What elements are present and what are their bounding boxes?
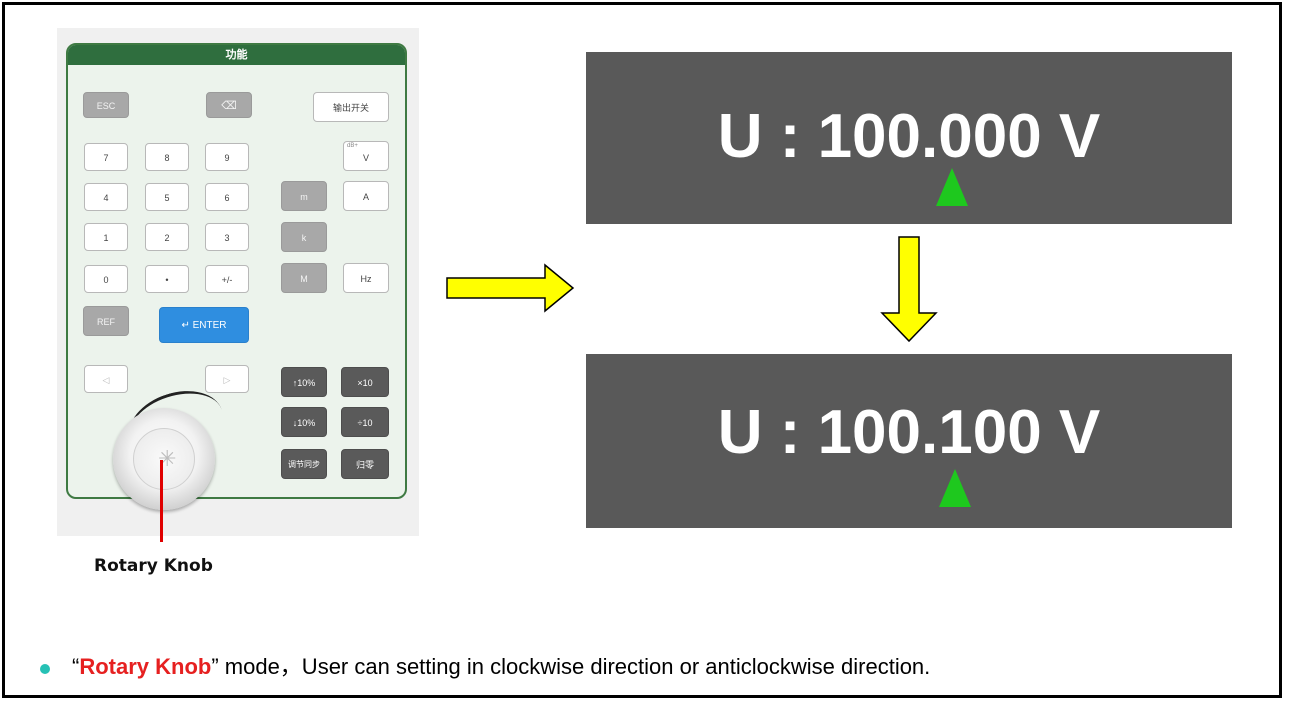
adjust-sync-key[interactable]: 调节同步 <box>281 449 327 479</box>
unit-hz-key[interactable]: Hz <box>343 263 389 293</box>
sign-key[interactable]: +/- <box>205 265 249 293</box>
enter-key[interactable]: ↵ ENTER <box>159 307 249 343</box>
bullet-icon <box>40 664 50 674</box>
output-switch-key[interactable]: 输出开关 <box>313 92 389 122</box>
multiply-10-key[interactable]: ×10 <box>341 367 389 397</box>
digit-cursor-after <box>939 469 971 507</box>
digit-cursor-before <box>936 168 968 206</box>
display-after: U : 100.100 V <box>586 354 1232 528</box>
note-text: “Rotary Knob” mode，User can setting in c… <box>72 652 930 682</box>
knob-pointer-line <box>160 460 163 542</box>
digit-2-key[interactable]: 2 <box>145 223 189 251</box>
right-arrow-icon <box>446 263 575 313</box>
cursor-right-key[interactable]: ▷ <box>205 365 249 393</box>
divide-10-key[interactable]: ÷10 <box>341 407 389 437</box>
knob-caption: Rotary Knob <box>94 556 213 576</box>
cursor-left-key[interactable]: ◁ <box>84 365 128 393</box>
unit-kilo-key[interactable]: k <box>281 222 327 252</box>
rotary-knob[interactable]: ✳ <box>113 408 215 510</box>
voltage-readout-after: U : 100.100 V <box>717 398 1101 467</box>
unit-v-label: V <box>362 153 369 163</box>
right-arrow-shape <box>446 263 575 313</box>
unit-a-key[interactable]: A <box>343 181 389 211</box>
reset-zero-key[interactable]: 归零 <box>341 449 389 479</box>
digit-3-key[interactable]: 3 <box>205 223 249 251</box>
digit-6-key[interactable]: 6 <box>205 183 249 211</box>
digit-7-key[interactable]: 7 <box>84 143 128 171</box>
digit-4-key[interactable]: 4 <box>84 183 128 211</box>
digit-1-key[interactable]: 1 <box>84 223 128 251</box>
down-arrow-shape <box>880 236 938 343</box>
note-close-quote: ” <box>211 654 219 679</box>
decrease-10-percent-key[interactable]: ↓10% <box>281 407 327 437</box>
unit-milli-key[interactable]: m <box>281 181 327 211</box>
digit-5-key[interactable]: 5 <box>145 183 189 211</box>
digit-0-key[interactable]: 0 <box>84 265 128 293</box>
increase-10-percent-key[interactable]: ↑10% <box>281 367 327 397</box>
note-open-quote: “ <box>72 654 80 679</box>
down-arrow-icon <box>880 236 938 343</box>
esc-key[interactable]: ESC <box>83 92 129 118</box>
unit-mega-key[interactable]: M <box>281 263 327 293</box>
note-body: mode，User can setting in clockwise direc… <box>218 654 931 679</box>
backspace-key[interactable]: ⌫ <box>206 92 252 118</box>
decimal-point-key[interactable]: • <box>145 265 189 293</box>
panel-title: 功能 <box>68 45 405 65</box>
digit-9-key[interactable]: 9 <box>205 143 249 171</box>
unit-v-superscript: dB+ <box>347 143 358 149</box>
unit-v-key[interactable]: dB+ V <box>343 141 389 171</box>
slide-frame <box>2 2 1282 698</box>
ref-key[interactable]: REF <box>83 306 129 336</box>
display-before: U : 100.000 V <box>586 52 1232 224</box>
knob-cap: ✳ <box>133 428 195 490</box>
voltage-readout-before: U : 100.000 V <box>717 102 1101 171</box>
digit-8-key[interactable]: 8 <box>145 143 189 171</box>
note-highlight: Rotary Knob <box>79 654 212 679</box>
